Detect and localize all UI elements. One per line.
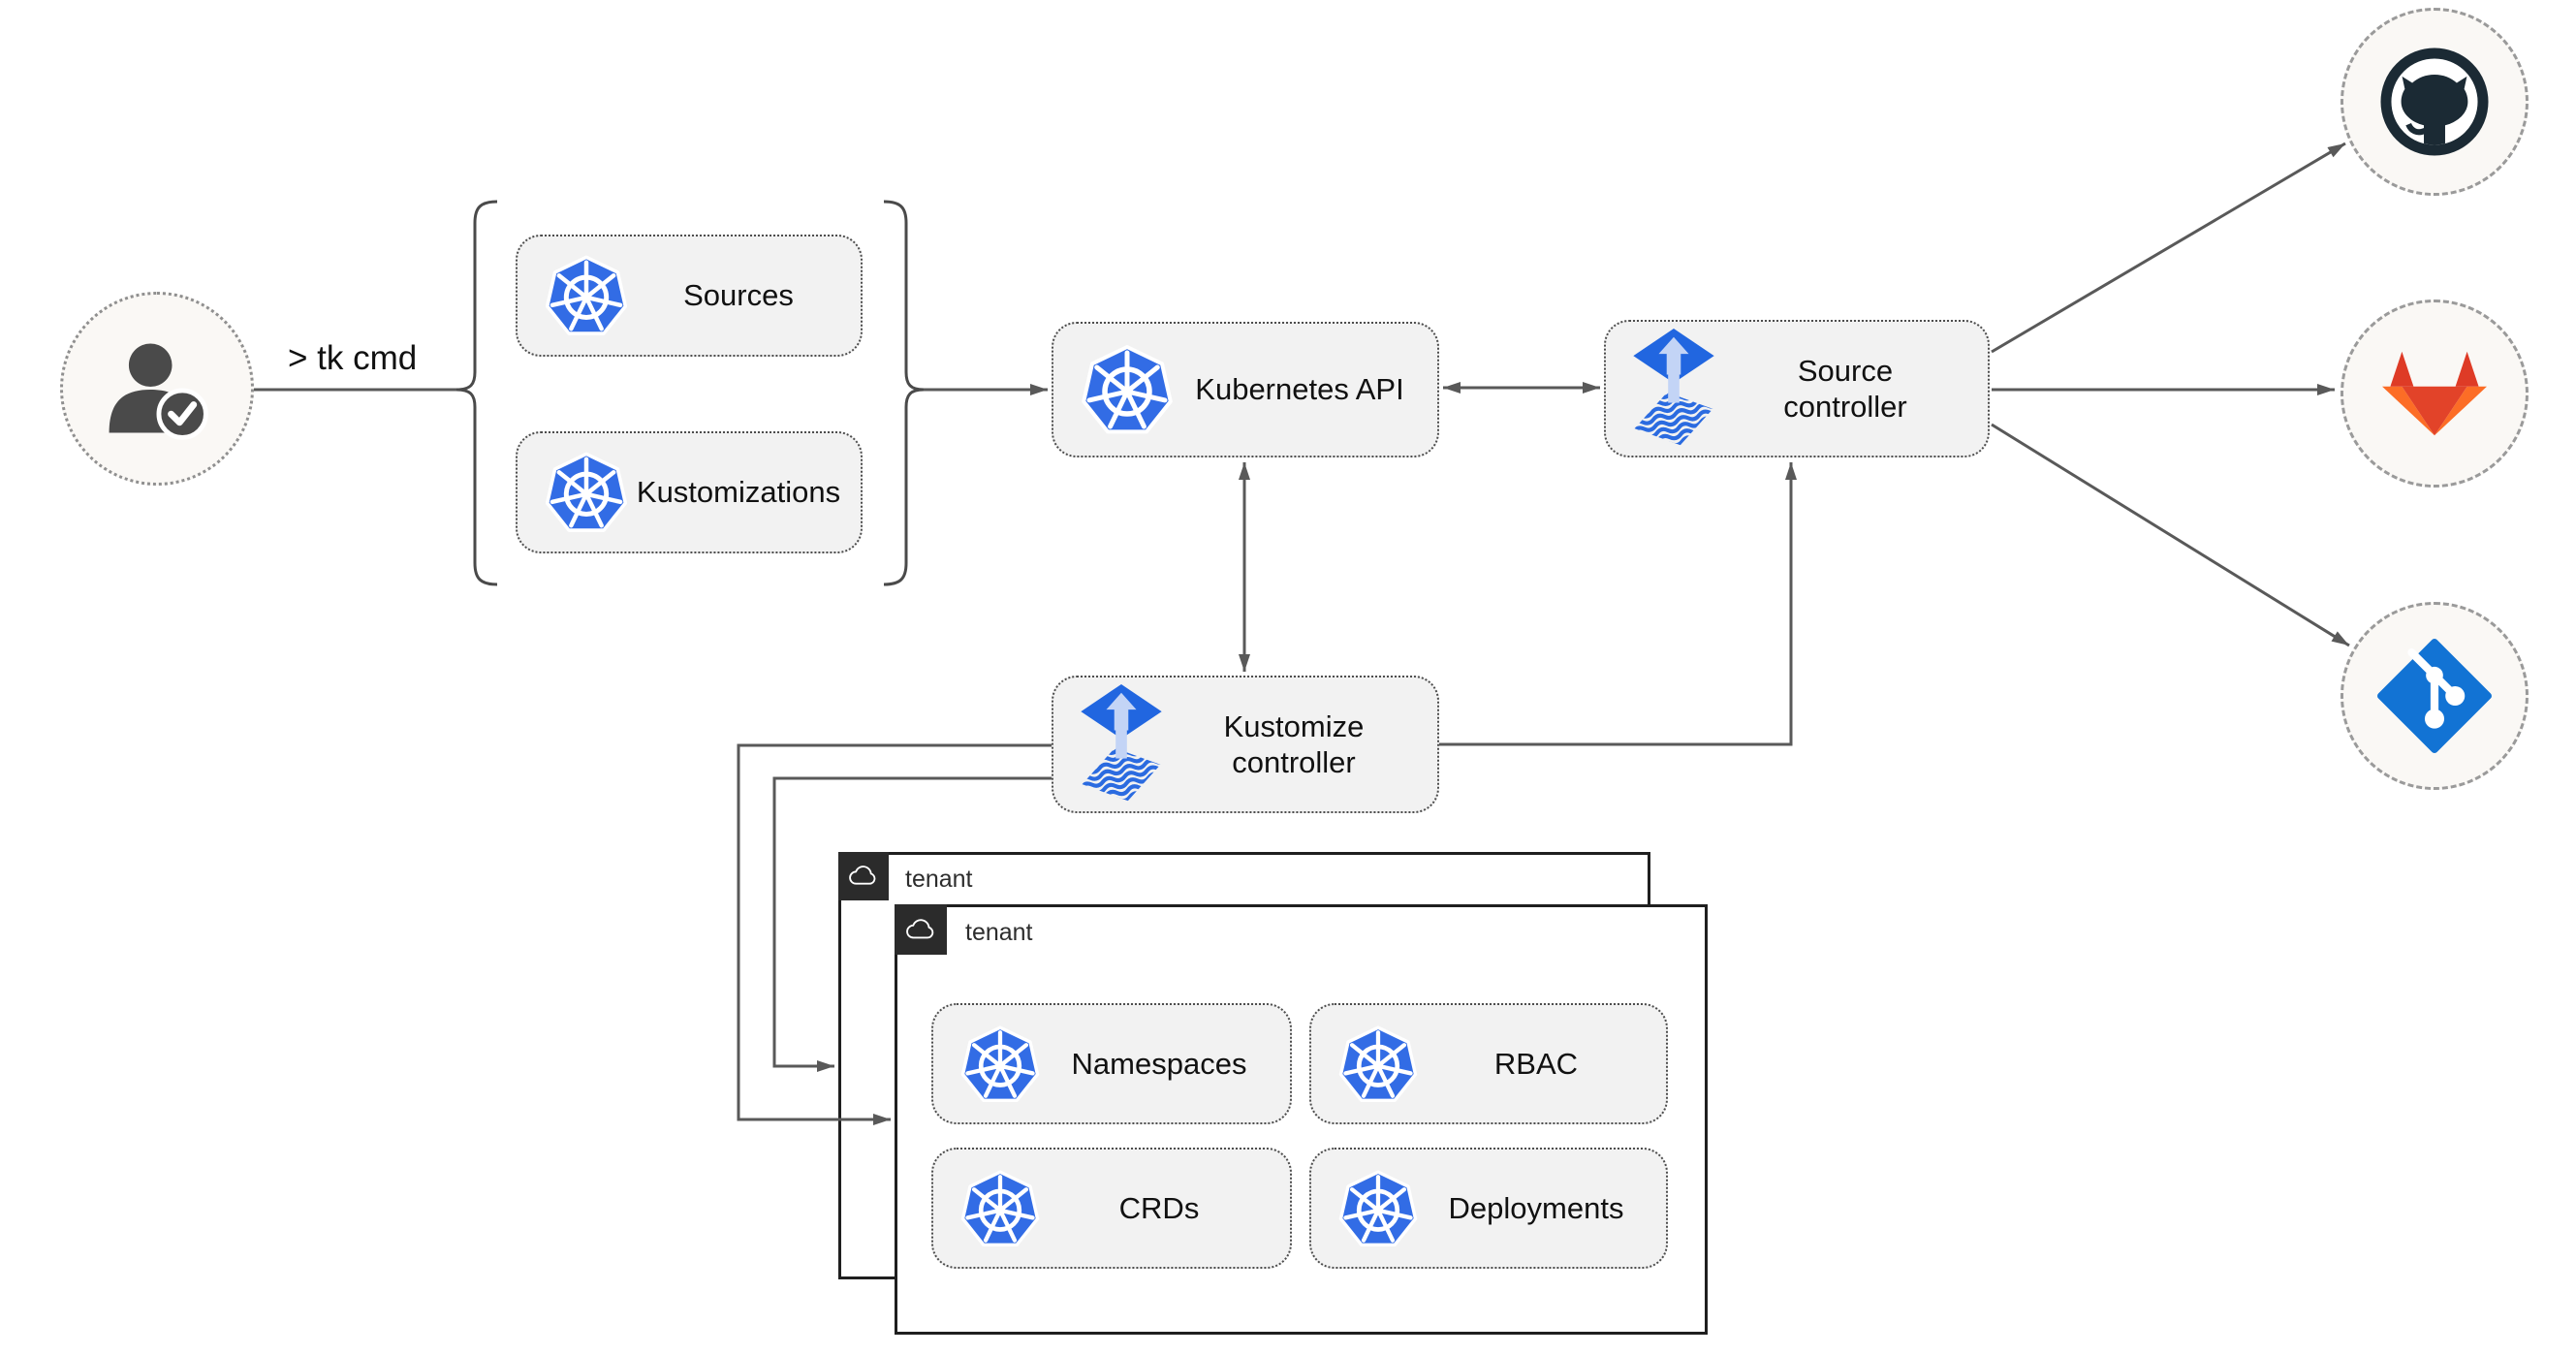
node-namespaces: Namespaces <box>931 1003 1292 1124</box>
kubernetes-icon <box>1336 1167 1420 1250</box>
node-kubernetes-api: Kubernetes API <box>1052 322 1439 457</box>
user-check-icon <box>96 328 218 450</box>
connector-source-to-github <box>1991 142 2346 354</box>
node-label: Kubernetes API <box>1195 372 1404 407</box>
node-label: Source controller <box>1783 353 1907 424</box>
bracket-left <box>456 200 498 586</box>
node-kustomizations: Kustomizations <box>516 431 863 553</box>
node-rbac: RBAC <box>1309 1003 1668 1124</box>
node-label: CRDs <box>1118 1190 1200 1225</box>
node-source-controller: Source controller <box>1604 320 1990 457</box>
node-label: Kustomizations <box>636 475 841 510</box>
node-label: Deployments <box>1448 1190 1624 1225</box>
tenant-tab <box>838 852 889 900</box>
node-crds: CRDs <box>931 1148 1292 1269</box>
node-label: RBAC <box>1493 1046 1579 1081</box>
node-sources: Sources <box>516 235 863 357</box>
kubernetes-icon <box>1336 1023 1420 1106</box>
connector-kustomize-to-source <box>1439 462 1797 746</box>
kubernetes-icon <box>958 1023 1042 1106</box>
remote-github <box>2340 8 2529 196</box>
tenant-window-front: tenant Namespaces RBAC CRDs Deployments <box>895 904 1708 1335</box>
git-icon <box>2377 639 2492 753</box>
node-label: Namespaces <box>1071 1046 1247 1081</box>
cli-command-label: > tk cmd <box>288 339 418 377</box>
kubernetes-icon <box>958 1167 1042 1250</box>
kubernetes-icon <box>543 252 630 339</box>
kubernetes-icon <box>543 449 630 536</box>
node-kustomize-controller: Kustomize controller <box>1052 676 1439 813</box>
user-avatar <box>60 292 254 486</box>
gitlab-icon <box>2376 342 2493 445</box>
remote-git <box>2340 602 2529 790</box>
connector-source-to-git <box>1991 423 2350 647</box>
remote-gitlab <box>2340 299 2529 488</box>
kubernetes-icon <box>1079 341 1176 438</box>
bracket-right <box>883 200 925 586</box>
cloud-icon <box>847 863 880 890</box>
tenant-label: tenant <box>965 919 1033 946</box>
node-label: Sources <box>683 278 794 313</box>
cloud-icon <box>904 916 938 944</box>
node-deployments: Deployments <box>1309 1148 1668 1269</box>
node-label: Kustomize controller <box>1223 709 1365 779</box>
flux-controller-icon <box>1079 683 1164 805</box>
github-icon <box>2375 43 2494 161</box>
flux-controller-icon <box>1631 328 1716 450</box>
tenant-tab <box>895 904 947 955</box>
tenant-label: tenant <box>905 866 973 893</box>
